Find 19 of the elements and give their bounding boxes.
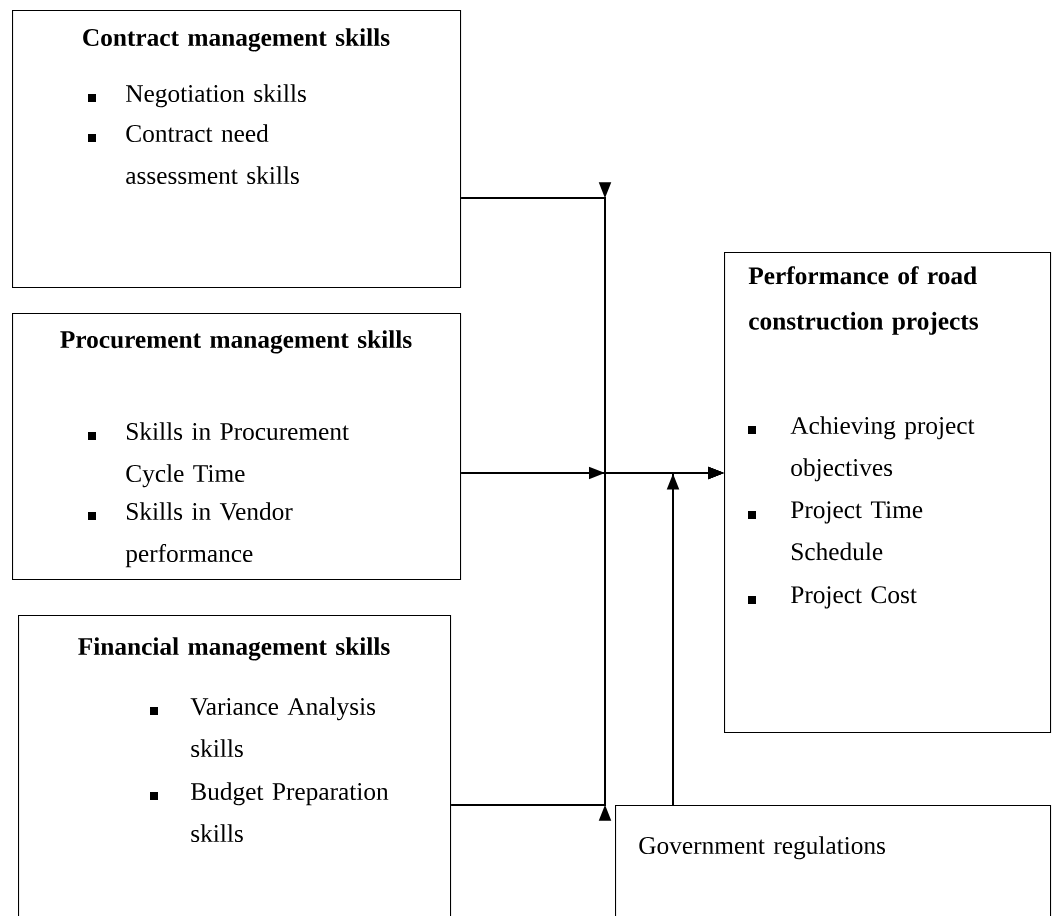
- bullet-item: Budget Preparation skills: [150, 782, 389, 843]
- box: [18, 615, 452, 916]
- bullet-item: Negotiation skills: [88, 84, 306, 108]
- bullet-item: Skills in Procurement Cycle Time: [88, 422, 349, 488]
- bullet-item: Skills in Vendor performance: [88, 502, 293, 568]
- box-label: Government regulations: [639, 836, 886, 860]
- bullet-item: Project Time Schedule: [748, 501, 923, 561]
- bullet-item: Variance Analysis skills: [150, 697, 376, 758]
- heading: Financial management skills: [78, 637, 390, 661]
- box: [724, 252, 1052, 734]
- heading: Procurement management skills: [60, 330, 412, 354]
- box: [12, 10, 462, 289]
- box: [12, 313, 462, 581]
- bullet-item: Achieving project objectives: [748, 416, 975, 482]
- heading: Performance of road construction projects: [748, 266, 978, 335]
- bullet-item: Contract need assessment skills: [88, 124, 299, 185]
- heading: Contract management skills: [83, 28, 390, 52]
- bullet-item: Project Cost: [748, 586, 917, 609]
- box: [615, 805, 1052, 916]
